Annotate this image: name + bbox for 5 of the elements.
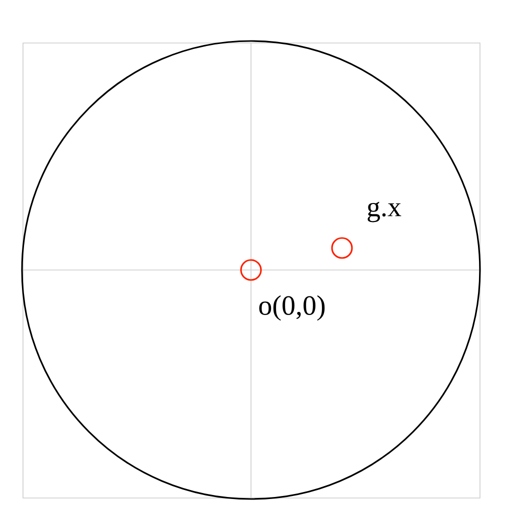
- point-label: g.x: [368, 202, 402, 222]
- circle: [21, 40, 481, 500]
- point-marker: [240, 259, 262, 281]
- point-label: o(0,0): [259, 295, 325, 321]
- point-marker: [331, 237, 353, 259]
